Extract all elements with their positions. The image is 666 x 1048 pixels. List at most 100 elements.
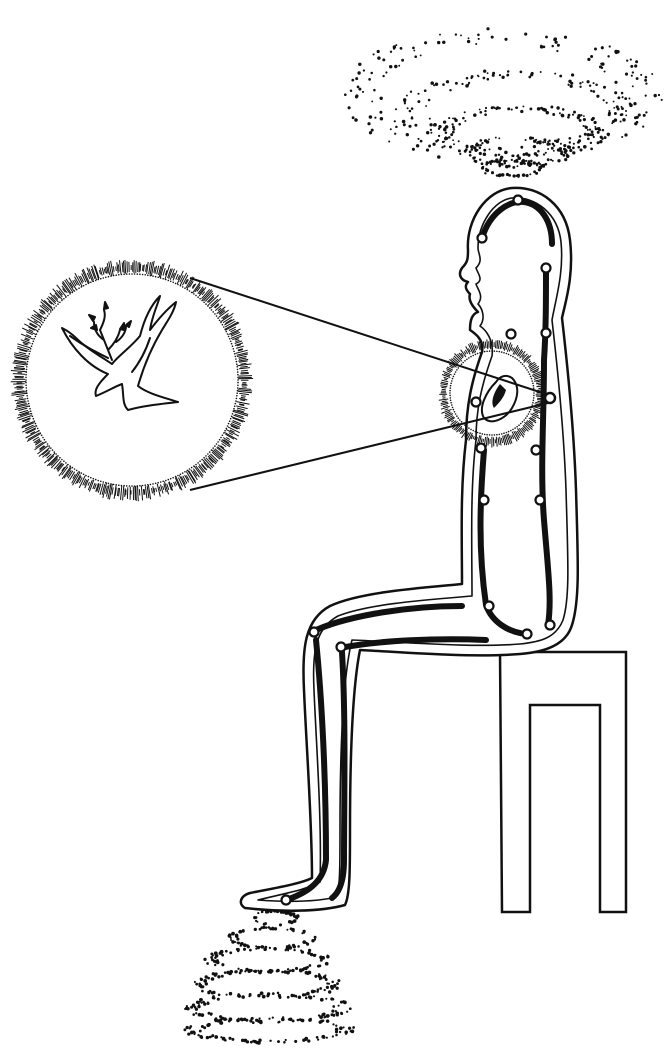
vortex-dot [640, 74, 642, 76]
aura-hatch-dot [52, 449, 54, 451]
vortex-dot [221, 975, 224, 978]
vortex-dot [506, 160, 508, 162]
aura-hatch-dot [236, 395, 238, 397]
vortex-dot [505, 165, 509, 169]
heart-aura-hatch [440, 386, 447, 387]
vortex-dot [525, 160, 527, 162]
vortex-dot [478, 75, 480, 77]
vortex-dot [597, 131, 600, 134]
vortex-dot [631, 75, 633, 77]
vortex-dot [635, 60, 638, 63]
vortex-dot [401, 59, 404, 62]
aura-hatch-dot [33, 341, 35, 343]
vortex-dot [316, 990, 319, 993]
vortex-dot [567, 145, 570, 148]
aura-hatch-dot [134, 273, 136, 275]
heart-aura-hatch-dot [533, 392, 535, 394]
vortex-dot [495, 137, 497, 139]
vortex-dot [617, 96, 620, 99]
heart-aura-hatch-dot [531, 378, 533, 380]
heart-aura-hatch-dot [461, 363, 463, 365]
vortex-dot [408, 125, 411, 128]
vortex-dot [254, 928, 257, 931]
aura-hatch-dot [29, 405, 31, 407]
vortex-dot [560, 153, 562, 155]
aura-hatch-dot [29, 408, 31, 410]
vortex-dot [223, 1017, 227, 1021]
heart-aura-hatch-dot [470, 429, 472, 431]
aura-hatch-dot [177, 475, 179, 477]
aura-hatch-dot [205, 303, 207, 305]
vortex-dot [370, 72, 373, 75]
vortex-dot [278, 1021, 281, 1024]
aura-hatch-dot [165, 480, 167, 482]
aura-hatch-dot [57, 303, 59, 305]
vortex-dot [293, 945, 296, 948]
aura-hatch-dot [233, 408, 235, 410]
aura-hatch [241, 397, 246, 398]
vortex-dot [211, 958, 214, 961]
vortex-dot [406, 133, 409, 136]
aura-hatch-dot [162, 278, 164, 280]
vortex-dot [477, 144, 480, 147]
vortex-dot [590, 55, 593, 58]
vortex-dot [487, 78, 490, 81]
vortex-dot [572, 147, 575, 150]
vortex-dot [465, 148, 468, 151]
vortex-dot [417, 138, 419, 140]
aura-hatch-dot [229, 420, 231, 422]
aura-hatch-dot [211, 309, 213, 311]
vortex-dot [481, 142, 483, 144]
aura-hatch-dot [129, 485, 131, 487]
vortex-dot [314, 936, 317, 939]
stool-frame [500, 652, 626, 912]
vortex-dot [451, 123, 453, 125]
energy-point [282, 896, 291, 905]
vortex-dot [380, 117, 383, 120]
vortex-dot [550, 106, 553, 109]
vortex-dot [620, 120, 622, 122]
heart-aura-hatch-dot [450, 397, 452, 399]
aura-hatch-dot [142, 485, 144, 487]
vortex-dot [357, 86, 360, 89]
vortex-dot [543, 138, 546, 141]
aura-hatch-dot [95, 280, 97, 282]
vortex-dot [557, 159, 560, 162]
aura-hatch-dot [137, 485, 139, 487]
vortex-dot [608, 113, 611, 116]
vortex-dot [651, 73, 653, 75]
aura-hatch-dot [27, 398, 29, 400]
heart-aura-hatch-dot [496, 434, 498, 436]
vortex-dot [644, 79, 647, 82]
aura-hatch [14, 387, 24, 388]
heart-aura-hatch [445, 409, 449, 410]
vortex-dot [424, 89, 427, 92]
vortex-dot [339, 1031, 341, 1033]
aura-hatch-dot [201, 459, 203, 461]
vortex-dot [264, 922, 267, 925]
vortex-dot [488, 139, 490, 141]
vortex-dot [255, 916, 258, 919]
vortex-dot [474, 156, 476, 158]
vortex-dot [412, 148, 415, 151]
vortex-dot [373, 89, 376, 92]
vortex-dot [319, 965, 322, 968]
vortex-dot [385, 71, 387, 73]
aura-hatch-dot [50, 311, 52, 313]
aura-hatch-dot [26, 371, 28, 373]
vortex-dot [209, 1036, 212, 1039]
vortex-dot [410, 91, 412, 93]
aura-hatch-dot [26, 395, 28, 397]
vortex-dot [244, 970, 246, 972]
aura-hatch-dot [155, 483, 157, 485]
aura-hatch-dot [45, 441, 47, 443]
aura-hatch-dot [26, 390, 28, 392]
aura-hatch-dot [228, 336, 230, 338]
vortex-dot [261, 945, 265, 949]
aura-hatch-dot [36, 425, 38, 427]
vortex-dot [559, 149, 562, 152]
vortex-dot [494, 154, 497, 157]
vortex-dot [654, 94, 657, 97]
vortex-dot [435, 83, 437, 85]
vortex-dot [302, 940, 306, 944]
